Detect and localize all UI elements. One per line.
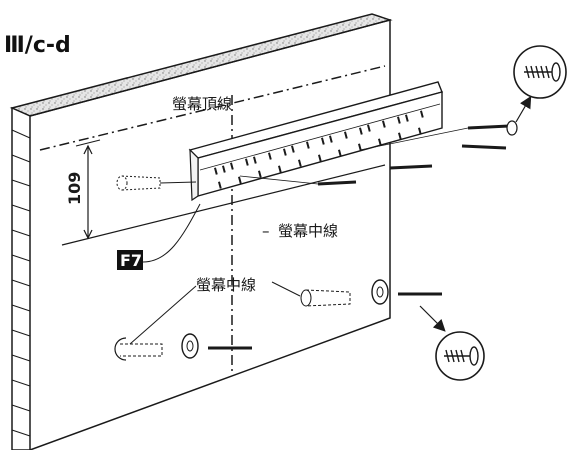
anchor-assembly-left xyxy=(114,333,252,361)
anchor-assembly-right xyxy=(300,279,446,332)
rail-screws xyxy=(239,124,511,186)
part-f7-box xyxy=(117,250,143,270)
rail-left-anchor xyxy=(116,175,197,191)
figure-label: Ⅲ/c-d xyxy=(4,33,71,58)
center-line-label-left: 螢幕中線 xyxy=(196,276,256,294)
center-line-label-right: 螢幕中線 xyxy=(278,222,338,240)
leader-right xyxy=(271,281,301,297)
wall-face xyxy=(29,19,391,450)
part-f7-label: F7 xyxy=(120,251,142,270)
screen-top-line-label: 螢幕頂線 xyxy=(172,95,232,113)
center-line-label-right-dash: – xyxy=(262,222,270,240)
screw-zoom-bottom xyxy=(435,331,485,381)
dimension-value: 109 xyxy=(65,172,84,205)
screw-zoom-top xyxy=(506,45,567,136)
dimension-109: 109 xyxy=(65,139,101,240)
leader-left xyxy=(129,285,197,345)
wall-side-edge xyxy=(11,106,31,450)
bracket-reference-line xyxy=(61,164,386,246)
mounting-rail xyxy=(188,81,443,202)
part-f7-callout: F7 xyxy=(117,203,201,270)
screen-top-line xyxy=(39,65,386,151)
